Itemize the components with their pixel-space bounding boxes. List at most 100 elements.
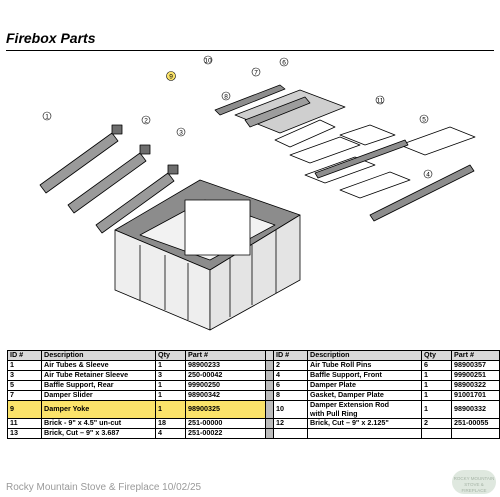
cell-part: 250-00042	[185, 370, 266, 381]
cell-description: Air Tube Roll Pins	[307, 360, 422, 371]
cell-qty: 18	[155, 418, 186, 429]
svg-text:11: 11	[377, 97, 384, 104]
table-row: 3 Air Tube Retainer Sleeve 3 250-00042 4…	[7, 370, 500, 381]
callout-8: 8	[221, 91, 231, 100]
air-tubes	[39, 124, 179, 234]
callout-1: 1	[42, 111, 52, 120]
cell-id: 11	[7, 418, 42, 429]
column-gap	[265, 418, 274, 429]
cell-qty: 1	[421, 370, 452, 381]
svg-text:9: 9	[169, 73, 173, 80]
column-gap	[265, 350, 274, 361]
table-row: 7 Damper Slider 1 98900342 8 Gasket, Dam…	[7, 390, 500, 401]
col-header-id: ID #	[7, 350, 42, 361]
cell-empty	[421, 428, 452, 439]
svg-text:1: 1	[45, 113, 49, 120]
cell-part: 98900357	[451, 360, 500, 371]
cell-qty: 1	[155, 360, 186, 371]
svg-text:6: 6	[282, 59, 286, 66]
cell-id: 7	[7, 390, 42, 401]
cell-description: Damper Slider	[41, 390, 156, 401]
cell-part: 251-00000	[185, 418, 266, 429]
title-divider	[6, 50, 494, 51]
callout-7: 7	[251, 67, 261, 76]
callout-11: 11	[375, 95, 385, 104]
cell-part: 98900332	[451, 400, 500, 419]
cell-part: 98900322	[451, 380, 500, 391]
cell-id: 6	[273, 380, 308, 391]
cell-qty: 1	[155, 400, 186, 419]
table-row: 5 Baffle Support, Rear 1 99900250 6 Damp…	[7, 380, 500, 391]
cell-description: Gasket, Damper Plate	[307, 390, 422, 401]
cell-qty: 6	[421, 360, 452, 371]
cell-qty: 4	[155, 428, 186, 439]
cell-description: Air Tube Retainer Sleeve	[41, 370, 156, 381]
cell-id: 2	[273, 360, 308, 371]
cell-description: Baffle Support, Rear	[41, 380, 156, 391]
cell-id: 8	[273, 390, 308, 401]
callout-6: 6	[279, 57, 289, 66]
cell-qty: 1	[155, 390, 186, 401]
col-header-qty: Qty	[155, 350, 186, 361]
table-header-row: ID # Description Qty Part # ID # Descrip…	[7, 350, 500, 361]
cell-id: 12	[273, 418, 308, 429]
svg-text:4: 4	[426, 171, 430, 178]
footer-text: Rocky Mountain Stove & Fireplace 10/02/2…	[6, 482, 202, 493]
cell-qty: 1	[421, 390, 452, 401]
cell-description: Air Tubes & Sleeve	[41, 360, 156, 371]
column-gap	[265, 370, 274, 381]
cell-id: 13	[7, 428, 42, 439]
cell-description-line2: with Pull Ring	[310, 408, 358, 418]
svg-text:8: 8	[224, 93, 228, 100]
cell-qty: 1	[421, 380, 452, 391]
cell-empty	[451, 428, 500, 439]
cell-id: 5	[7, 380, 42, 391]
column-gap	[265, 428, 274, 439]
cell-qty: 1	[155, 380, 186, 391]
cell-description-line1: Damper Extension Rod	[310, 400, 390, 409]
cell-part: 99900250	[185, 380, 266, 391]
page-title: Firebox Parts	[6, 30, 96, 46]
exploded-parts-diagram: 1 2 3 4 5 6 7 8 9 10 11	[39, 55, 476, 331]
svg-text:3: 3	[179, 129, 183, 136]
callout-4: 4	[423, 169, 433, 178]
table-row: 13 Brick, Cut – 9" x 3.687 4 251-00022	[7, 428, 500, 439]
cell-part: 99900251	[451, 370, 500, 381]
cell-empty	[307, 428, 422, 439]
cell-part: 251-00055	[451, 418, 500, 429]
table-row: 11 Brick - 9" x 4.5" un-cut 18 251-00000…	[7, 418, 500, 429]
column-gap	[265, 380, 274, 391]
svg-text:7: 7	[254, 69, 258, 76]
col-header-description: Description	[41, 350, 156, 361]
column-gap	[265, 360, 274, 371]
cell-qty: 2	[421, 418, 452, 429]
svg-text:10: 10	[204, 57, 212, 64]
col-header-part: Part #	[185, 350, 266, 361]
cell-description: Damper Yoke	[41, 400, 156, 419]
cell-qty: 3	[155, 370, 186, 381]
firebox-brick-assembly	[114, 179, 301, 331]
cell-description: Brick, Cut – 9" x 3.687	[41, 428, 156, 439]
cell-part: 251-00022	[185, 428, 266, 439]
col-header-id-2: ID #	[273, 350, 308, 361]
cell-id: 1	[7, 360, 42, 371]
cell-id: 4	[273, 370, 308, 381]
callout-2: 2	[141, 115, 151, 124]
column-gap	[265, 400, 274, 419]
table-row: 1 Air Tubes & Sleeve 1 98900233 2 Air Tu…	[7, 360, 500, 371]
table-row-highlighted: 9 Damper Yoke 1 98900325 10 Damper Exten…	[7, 400, 500, 419]
callout-10: 10	[203, 55, 213, 64]
cell-description: Damper Plate	[307, 380, 422, 391]
callout-3: 3	[176, 127, 186, 136]
cell-description: Brick - 9" x 4.5" un-cut	[41, 418, 156, 429]
cell-id: 10	[273, 400, 308, 419]
cell-qty: 1	[421, 400, 452, 419]
cell-part: 98900325	[185, 400, 266, 419]
callout-5: 5	[419, 114, 429, 123]
col-header-qty-2: Qty	[421, 350, 452, 361]
cell-empty	[273, 428, 308, 439]
column-gap	[265, 390, 274, 401]
cell-id: 9	[7, 400, 42, 419]
svg-text:2: 2	[144, 117, 148, 124]
